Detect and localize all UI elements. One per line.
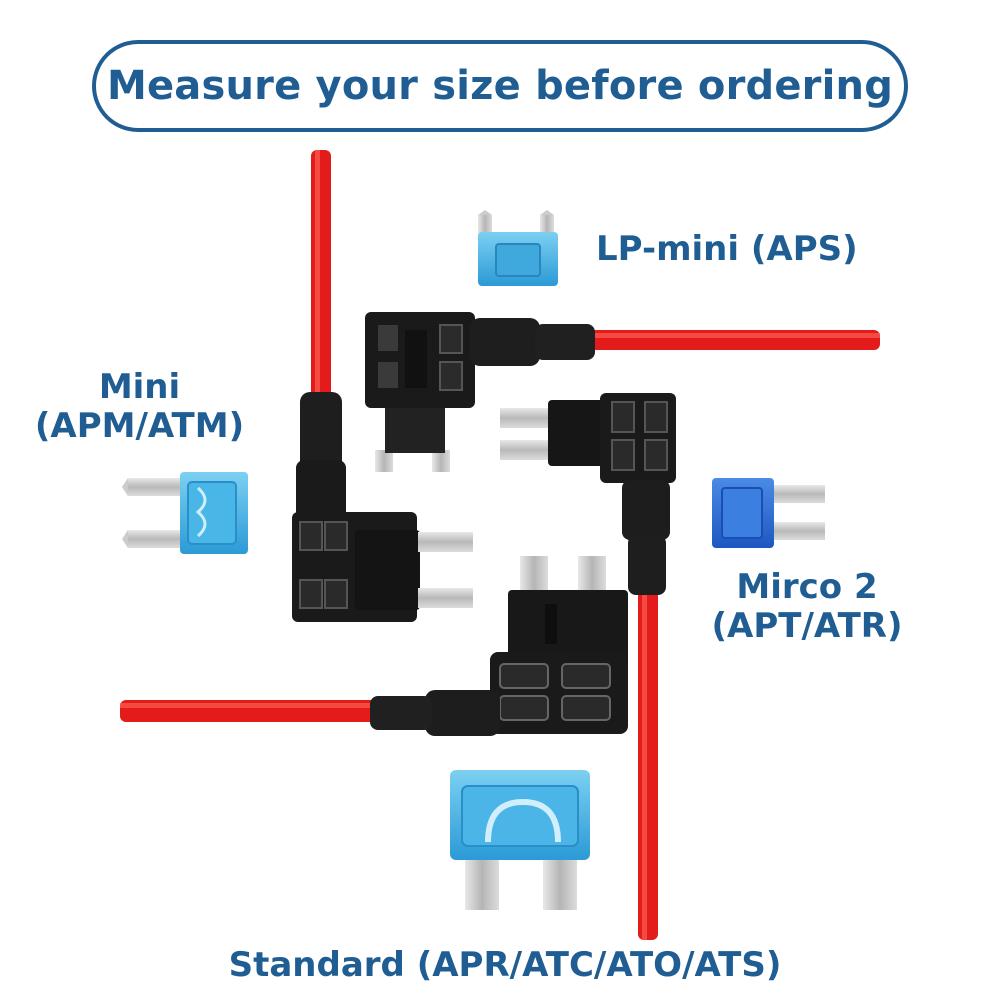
standard-label: Standard (APR/ATC/ATO/ATS) bbox=[210, 945, 800, 985]
mini-label: Mini (APM/ATM) bbox=[32, 367, 247, 447]
mini-fuse-tap bbox=[292, 392, 473, 622]
lp-mini-label: LP-mini (APS) bbox=[596, 229, 858, 269]
mini-label-line2: (APM/ATM) bbox=[34, 406, 245, 447]
micro2-label: Mirco 2 (APT/ATR) bbox=[702, 567, 912, 647]
micro2-label-line1: Mirco 2 bbox=[736, 567, 878, 607]
micro2-label-line2: (APT/ATR) bbox=[711, 606, 903, 647]
standard-label-text: Standard (APR/ATC/ATO/ATS) bbox=[228, 945, 782, 985]
lp-mini-fuse-tap bbox=[365, 312, 595, 472]
micro2-fuse bbox=[712, 478, 825, 548]
standard-fuse-tap bbox=[370, 556, 628, 736]
banner-title: Measure your size before ordering bbox=[106, 63, 894, 109]
standard-fuse bbox=[450, 770, 590, 910]
red-wires bbox=[120, 150, 880, 940]
micro2-fuse-tap bbox=[500, 393, 676, 595]
mini-label-line1: Mini bbox=[98, 367, 181, 407]
lp-mini-label-text: LP-mini (APS) bbox=[596, 229, 858, 269]
lp-mini-fuse bbox=[478, 210, 558, 286]
mini-fuse bbox=[122, 472, 248, 554]
title-banner: Measure your size before ordering bbox=[92, 40, 908, 132]
